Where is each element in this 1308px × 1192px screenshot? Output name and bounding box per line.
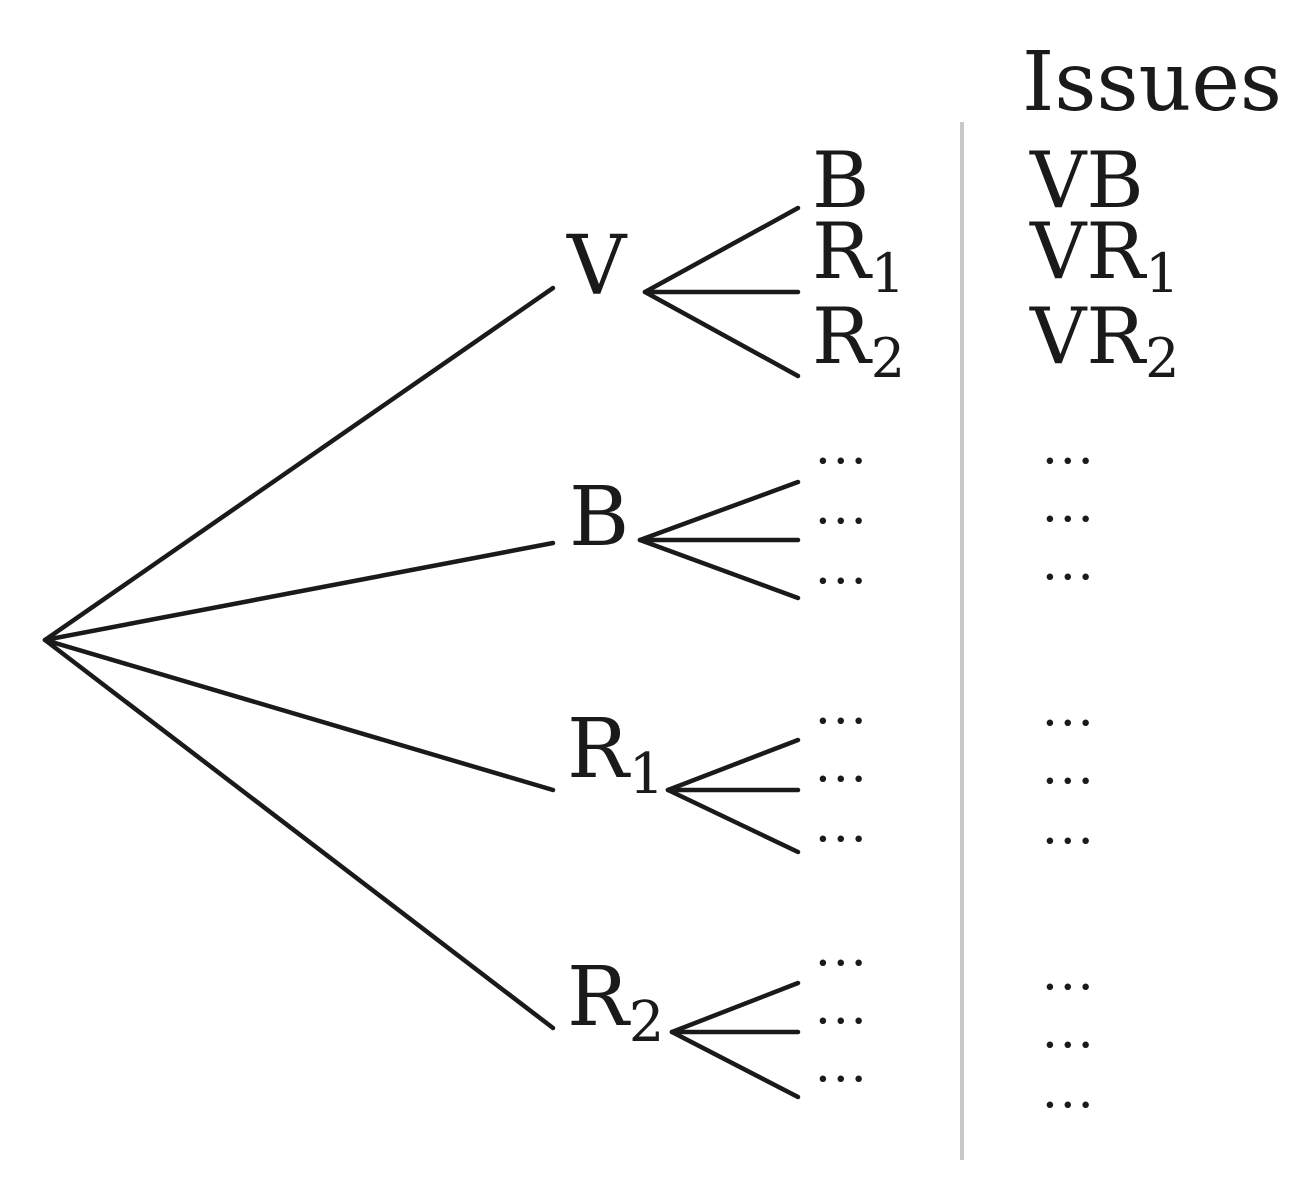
r1-branches: [665, 737, 801, 855]
issue-ellipsis-r2-3: ···: [1042, 1076, 1096, 1134]
leaf-ellipsis-r2-2: ···: [815, 992, 869, 1050]
branch-v-b: [642, 205, 801, 295]
branch-root-v: [42, 285, 556, 643]
branch-b-1: [637, 479, 801, 543]
node-label-v: V: [566, 219, 628, 314]
leaf-ellipsis-b-3: ···: [815, 552, 869, 610]
leaf-ellipsis-r1-2: ···: [815, 750, 869, 808]
issue-label-vr1: VR1: [1029, 207, 1179, 305]
issue-ellipsis-b-2: ···: [1042, 490, 1096, 548]
node-label-r2: R2: [567, 950, 664, 1055]
b-branches: [637, 479, 801, 601]
branch-r1-3: [665, 787, 801, 855]
leaf-ellipsis-r1-1: ···: [815, 692, 869, 750]
branch-r2-3: [669, 1029, 801, 1100]
issue-ellipsis-b-3: ···: [1042, 548, 1096, 606]
branch-root-r1: [42, 637, 556, 793]
v-branches: [642, 205, 801, 379]
issues-header: Issues: [1022, 35, 1282, 130]
issue-ellipsis-r1-1: ···: [1042, 694, 1096, 752]
leaf-ellipsis-b-1: ···: [815, 432, 869, 490]
branch-r2-1: [669, 980, 801, 1035]
leaf-ellipsis-r2-3: ···: [815, 1050, 869, 1108]
branch-r1-1: [665, 737, 801, 793]
issue-label-vr2: VR2: [1029, 292, 1179, 390]
leaf-ellipsis-r2-1: ···: [815, 934, 869, 992]
issue-ellipsis-r1-3: ···: [1042, 812, 1096, 870]
leaf-label-v-r1: R1: [812, 207, 905, 305]
branch-root-b: [42, 540, 556, 643]
issue-ellipsis-b-1: ···: [1042, 432, 1096, 490]
issue-label-vb: VB: [1029, 136, 1144, 226]
issue-ellipsis-r2-1: ···: [1042, 958, 1096, 1016]
branch-v-r2: [642, 289, 801, 379]
root-branches: [42, 285, 556, 1031]
node-label-b: B: [569, 470, 629, 565]
leaf-ellipsis-b-2: ···: [815, 492, 869, 550]
issue-ellipsis-r2-2: ···: [1042, 1016, 1096, 1074]
leaf-label-v-r2: R2: [812, 292, 905, 390]
leaf-ellipsis-r1-3: ···: [815, 810, 869, 868]
leaf-label-v-b: B: [812, 136, 869, 226]
branch-b-3: [637, 537, 801, 601]
node-label-r1: R1: [567, 702, 664, 807]
branch-root-r2: [42, 637, 556, 1031]
r2-branches: [669, 980, 801, 1100]
issue-ellipsis-r1-2: ···: [1042, 752, 1096, 810]
